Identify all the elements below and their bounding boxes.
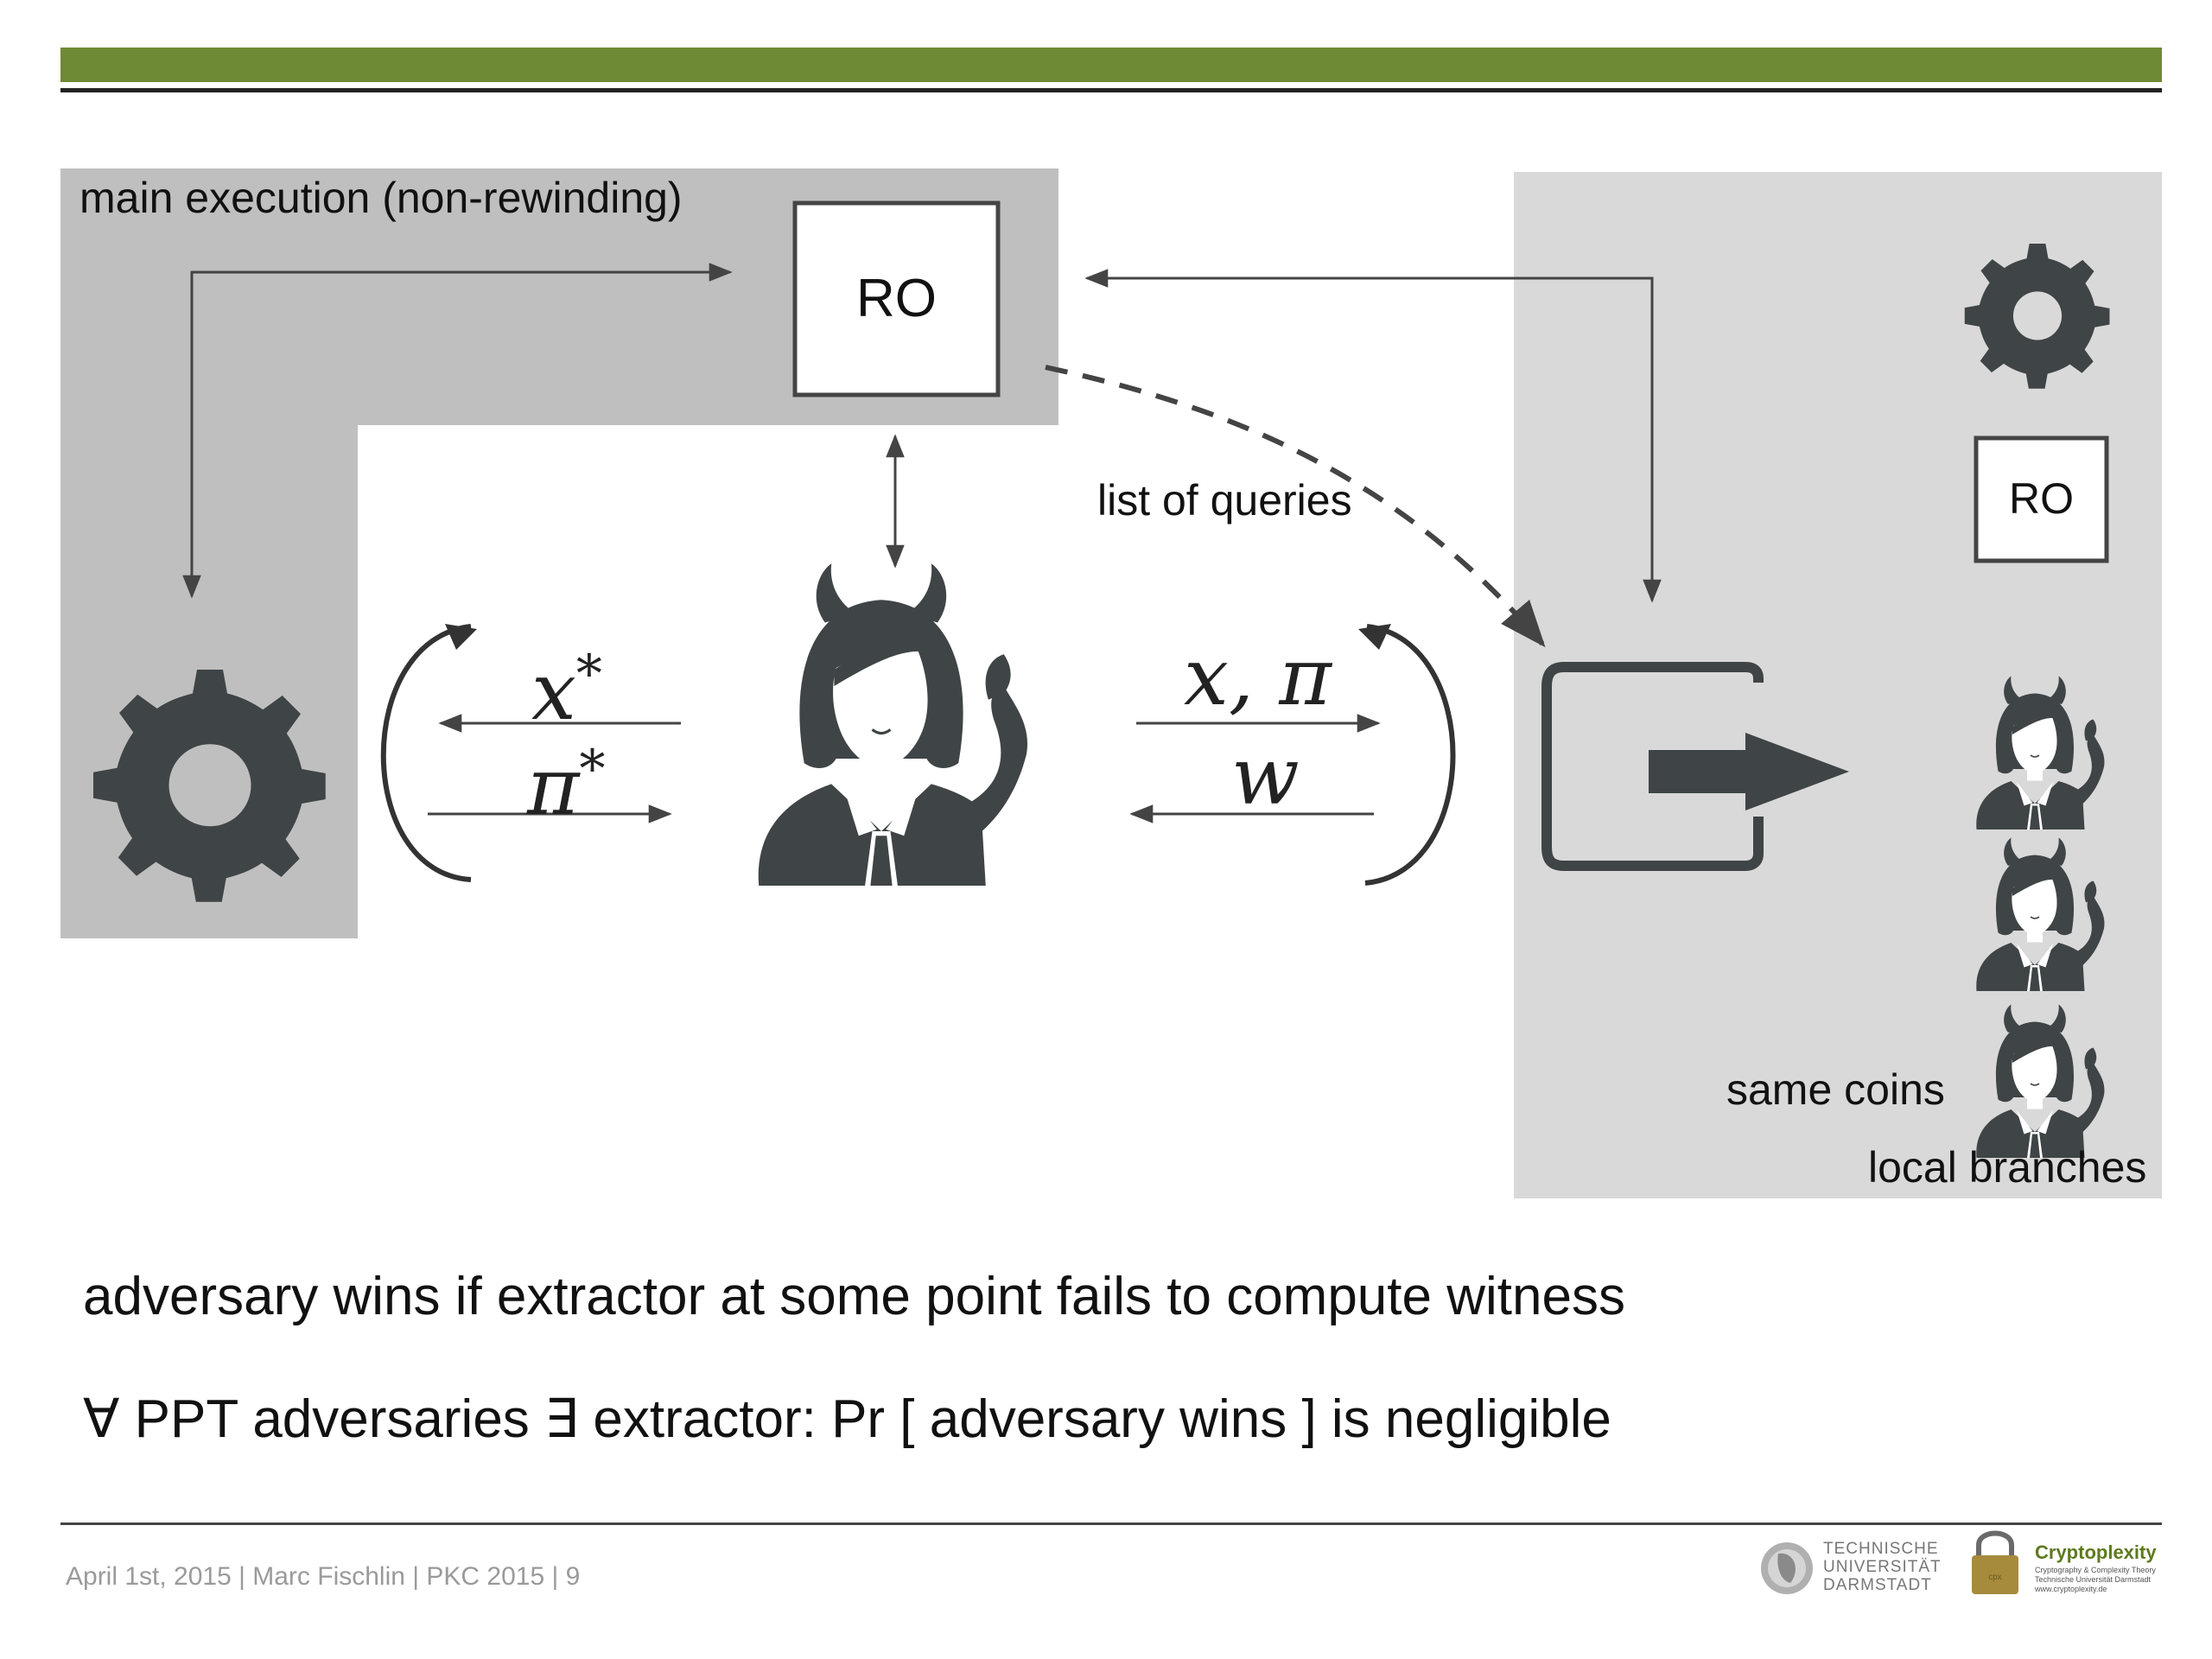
footer-text: April 1st, 2015 | Marc Fischlin | PKC 20… <box>66 1562 581 1591</box>
list-of-queries-arrow <box>1045 365 1546 648</box>
header-bar <box>60 48 2162 82</box>
gear-icon <box>93 670 326 902</box>
header-rule <box>60 88 2162 92</box>
svg-text:cpx: cpx <box>1988 1573 2002 1582</box>
left-rewind-arrowhead <box>445 624 477 650</box>
adversary-devil-icon <box>757 562 1029 887</box>
tud-line: TECHNISCHE <box>1823 1540 1939 1558</box>
cryptoplexity-logo-icon: cpx <box>1972 1530 2018 1594</box>
w-label: w <box>1231 730 1300 823</box>
same-coins-label: same coins <box>1726 1065 1945 1114</box>
tud-line: DARMSTADT <box>1823 1576 1932 1594</box>
cryptoplexity-sub-line: www.cryptoplexity.de <box>2035 1585 2107 1593</box>
cryptoplexity-name: Cryptoplexity <box>2035 1541 2157 1563</box>
main-loop-arrow <box>182 263 733 599</box>
branch-ro-arrow <box>1084 269 1662 603</box>
tud-line: UNIVERSITÄT <box>1823 1558 1942 1576</box>
local-branches-label: local branches <box>1868 1143 2147 1192</box>
cryptoplexity-sub-line: Technische Universität Darmstadt <box>2035 1575 2152 1584</box>
right-rewind-arrowhead <box>1358 624 1391 650</box>
ro-box <box>792 200 1001 397</box>
tud-emblem-icon <box>1761 1542 1813 1594</box>
list-of-queries-label: list of queries <box>1097 476 1352 524</box>
ro-label: RO <box>856 269 937 328</box>
pi-star-label: π* <box>527 739 606 833</box>
x-pi-label: x, π <box>1184 631 1332 723</box>
cryptoplexity-subtitle: Cryptography & Complexity Theory Technis… <box>2035 1566 2156 1594</box>
footer-rule <box>60 1522 2162 1525</box>
x-star-label: x* <box>531 644 602 738</box>
rewind-branch-icon <box>1541 662 1849 871</box>
right-rewind-paren <box>1364 624 1456 886</box>
tud-wordmark: TECHNISCHE UNIVERSITÄT DARMSTADT <box>1823 1540 1942 1594</box>
main-execution-label: main execution (non-rewinding) <box>79 174 683 222</box>
left-rewind-paren <box>380 624 472 882</box>
ro-small-box <box>1974 435 2109 563</box>
statement-adversary-wins: adversary wins if extractor at some poin… <box>83 1267 1625 1326</box>
small-gear-icon <box>1964 244 2110 389</box>
statement-extractor: ∀ PPT adversaries ∃ extractor: Pr [ adve… <box>83 1389 1611 1449</box>
cryptoplexity-sub-line: Cryptography & Complexity Theory <box>2035 1566 2156 1574</box>
ro-small-label: RO <box>2009 474 2074 523</box>
